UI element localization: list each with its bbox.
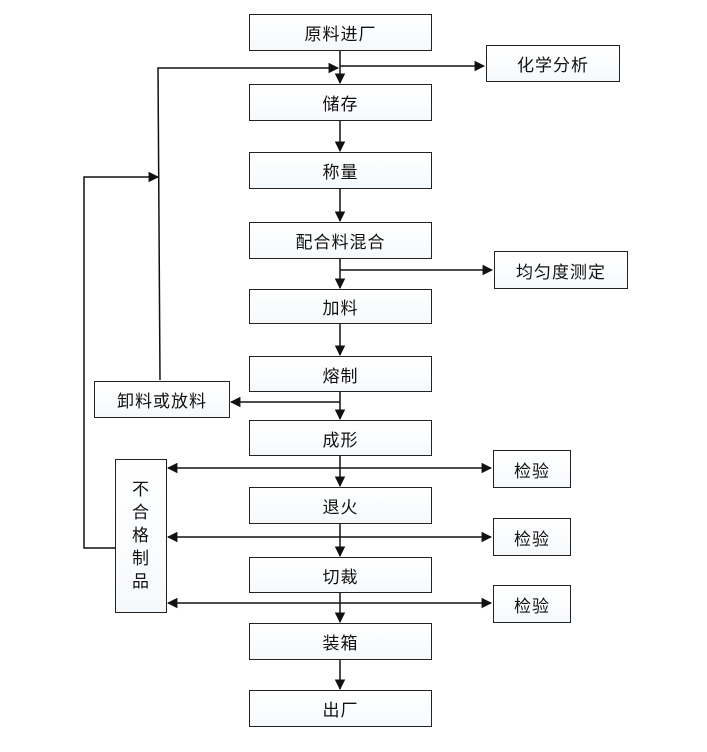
- step-annealing: 退火: [249, 487, 432, 524]
- inspection-box-3: 检验: [493, 585, 571, 623]
- arrow-unload-return: [157, 62, 340, 381]
- step-packing: 装箱: [249, 623, 432, 660]
- chemical-analysis-box: 化学分析: [486, 45, 620, 82]
- reject-char: 合: [132, 502, 150, 523]
- step-cutting: 切裁: [249, 557, 432, 593]
- arrow-reject-return: [83, 171, 160, 549]
- reject-char: 品: [132, 571, 150, 592]
- step-weighing: 称量: [249, 152, 432, 189]
- reject-char: 制: [132, 548, 150, 569]
- unload-or-discharge-box: 卸料或放料: [94, 381, 230, 418]
- step-feeding: 加料: [249, 289, 432, 324]
- step-batch-mixing: 配合料混合: [249, 222, 432, 259]
- reject-char: 格: [132, 525, 150, 546]
- step-melting: 熔制: [249, 356, 432, 392]
- inspection-box-2: 检验: [493, 518, 571, 556]
- uniformity-test-box: 均匀度测定: [494, 251, 628, 289]
- inspection-box-1: 检验: [493, 450, 571, 488]
- step-raw-material-intake: 原料进厂: [249, 14, 432, 51]
- step-storage: 储存: [249, 84, 432, 121]
- step-shipping: 出厂: [249, 690, 432, 727]
- step-forming: 成形: [249, 420, 432, 456]
- reject-char: 不: [132, 479, 150, 500]
- rejected-products-box: 不 合 格 制 品: [115, 459, 167, 613]
